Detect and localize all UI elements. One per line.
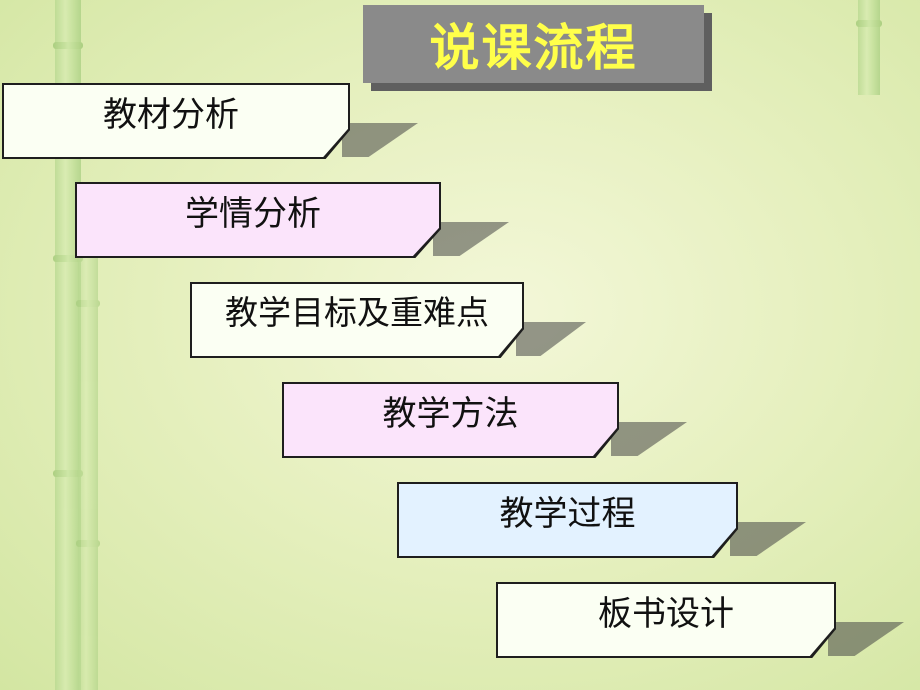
step-label: 教学方法: [382, 394, 519, 434]
step-card-3[interactable]: 教学目标及重难点: [190, 282, 586, 358]
step-label: 教学过程: [499, 494, 636, 534]
step-card-fill: [284, 384, 617, 456]
bamboo-stalk-right: [856, 0, 882, 95]
step-card-fill: [192, 284, 522, 356]
slide-title: 说课流程: [429, 19, 638, 77]
step-card-fill: [399, 484, 736, 556]
step-label: 板书设计: [598, 594, 734, 634]
step-card-1[interactable]: 教材分析: [2, 83, 418, 159]
step-card-fill: [4, 85, 348, 157]
step-card-5[interactable]: 教学过程: [397, 482, 806, 558]
bamboo-stalk-left-2: [76, 240, 100, 690]
step-label: 教学目标及重难点: [225, 293, 489, 332]
slide-title-box: 说课流程: [363, 5, 704, 83]
step-label: 教材分析: [103, 95, 239, 135]
step-card-2[interactable]: 学情分析: [75, 182, 509, 258]
step-card-fill: [77, 184, 439, 256]
step-label: 学情分析: [185, 194, 321, 234]
step-card-4[interactable]: 教学方法: [282, 382, 687, 458]
step-card-fill: [498, 584, 834, 656]
step-card-6[interactable]: 板书设计: [496, 582, 904, 658]
